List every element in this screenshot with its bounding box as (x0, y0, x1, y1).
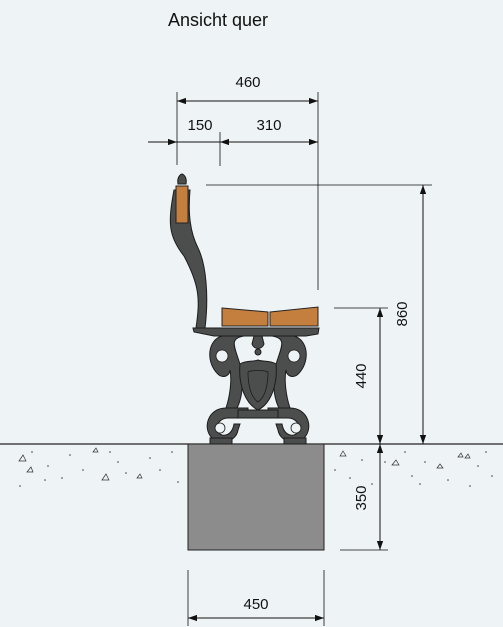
dimension-total-height: 860 (206, 184, 432, 444)
shield-inner-line (247, 370, 269, 403)
dimension-foundation-depth: 350 (340, 444, 388, 551)
dimension-label-foundation-depth: 350 (353, 485, 370, 510)
concrete-foundation (187, 443, 325, 551)
drawing-title: Ansicht quer (168, 10, 268, 30)
seat-wood-slat-rear (269, 306, 319, 327)
soil-hatch (18, 447, 471, 481)
backrest-wood-slat (175, 185, 189, 224)
leg-scroll-details (214, 349, 302, 434)
dimension-label-seat-depth: 310 (256, 117, 281, 134)
dimension-label-total-depth: 460 (235, 74, 260, 91)
seat-wood-slat-front (221, 307, 269, 327)
soil-dots (19, 451, 493, 487)
dimension-seat-height: 440 (334, 307, 388, 444)
dimension-backrest-seat-depth: 150 310 (148, 117, 318, 166)
dimension-label-backrest-depth: 150 (187, 117, 212, 134)
backrest-finial (177, 173, 187, 185)
seat-frame (192, 327, 320, 337)
dimension-total-depth: 460 (176, 74, 319, 290)
dimension-label-total-height: 860 (394, 301, 411, 326)
dimension-foundation-width: 450 (187, 570, 325, 626)
ornamental-leg (206, 335, 310, 445)
dimension-label-foundation-width: 450 (243, 596, 268, 613)
dimension-label-seat-height: 440 (353, 363, 370, 388)
